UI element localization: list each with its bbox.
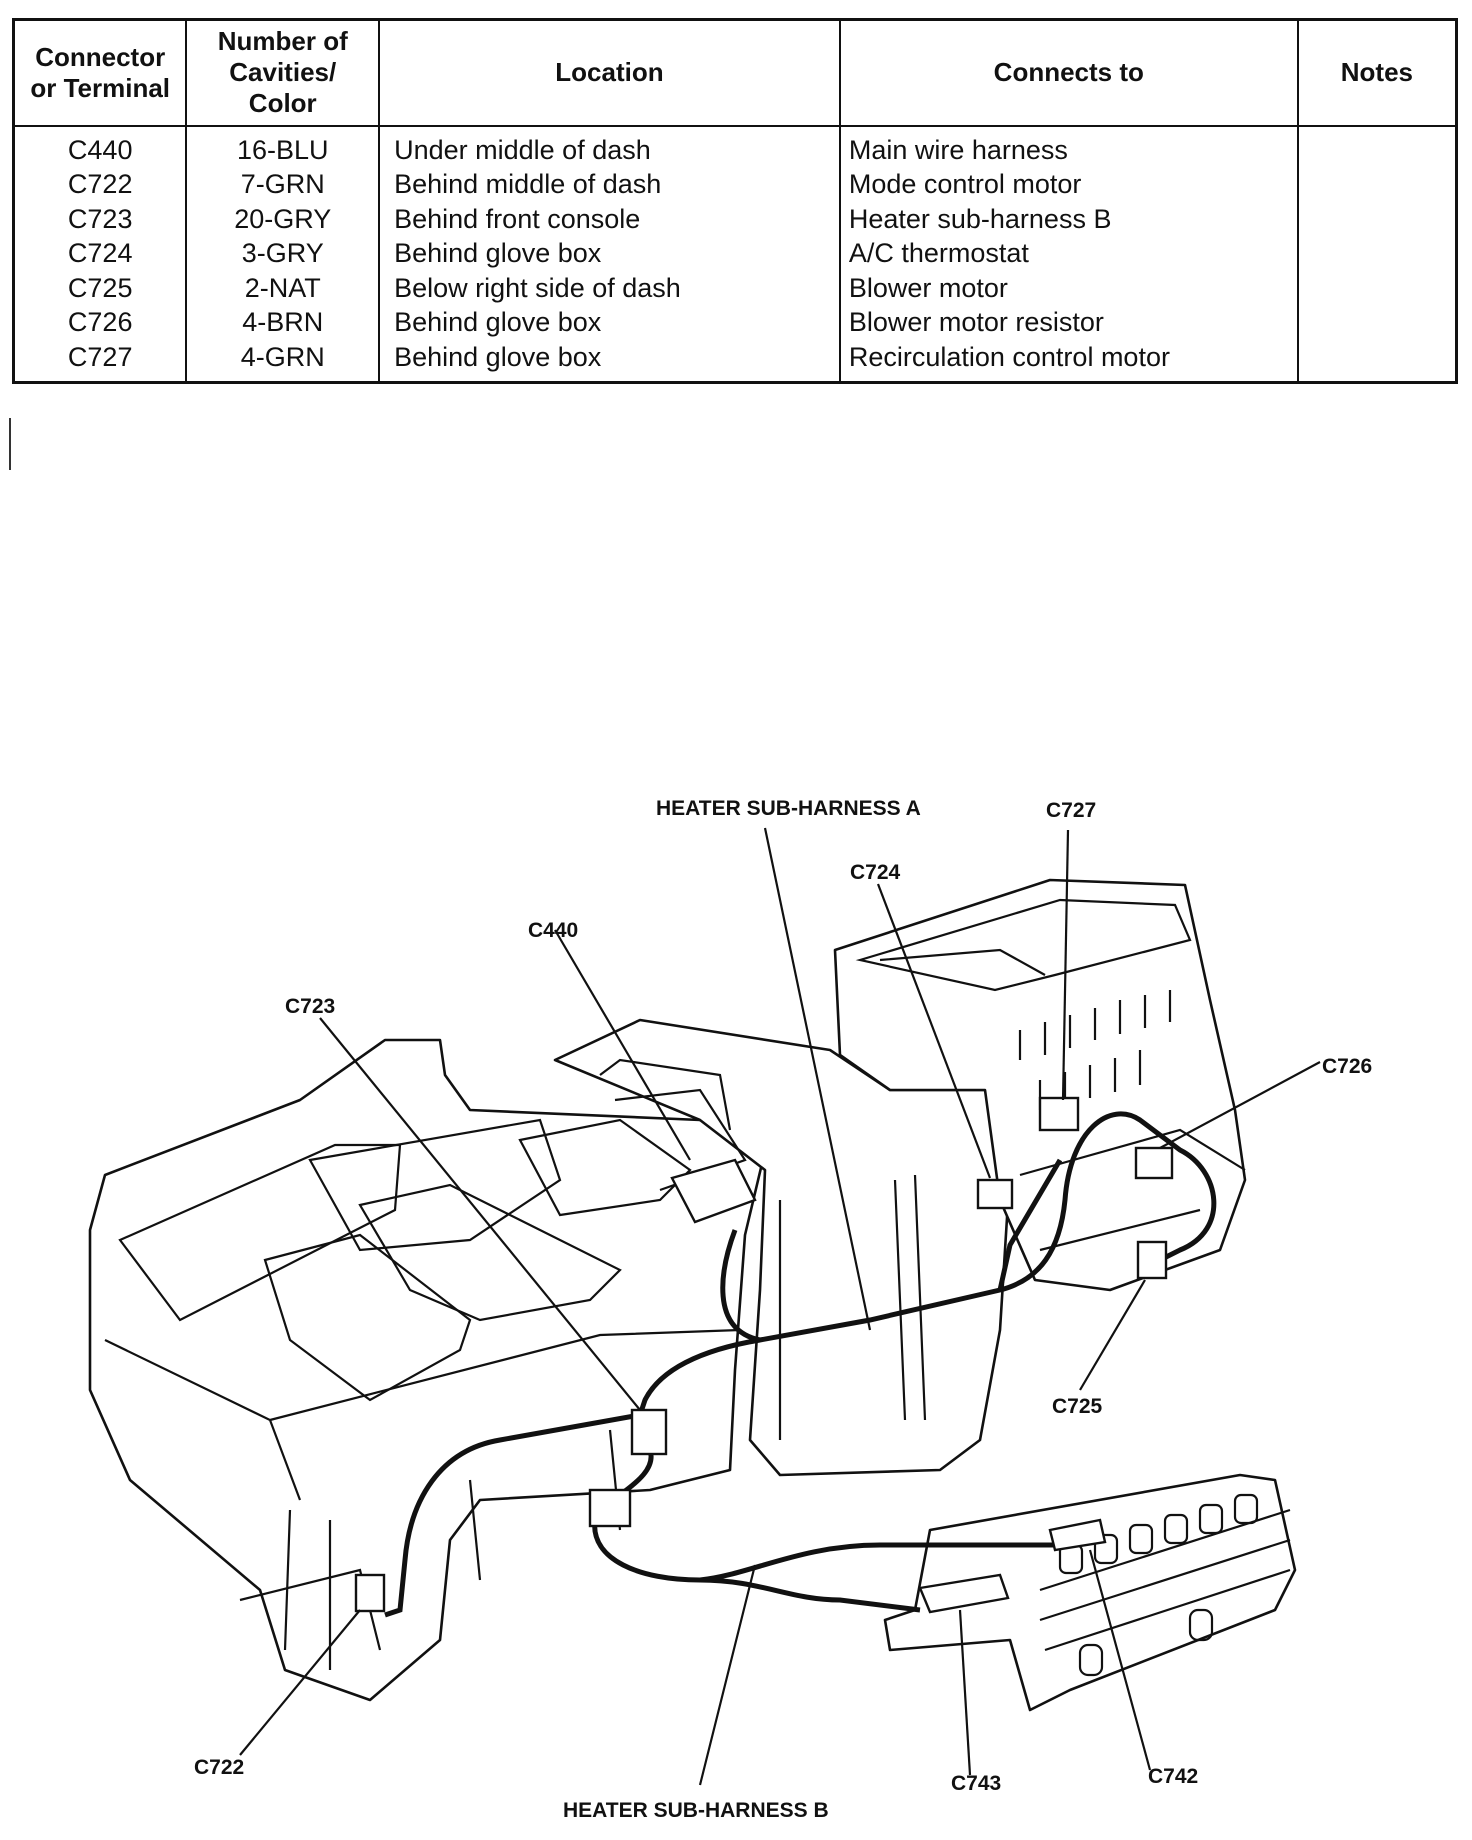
cell-notes <box>1296 270 1458 306</box>
leader-lines <box>239 827 1321 1786</box>
label-c743: C743 <box>951 1772 1001 1795</box>
harness-wiring <box>384 1111 1217 1618</box>
cell-location: Below right side of dash <box>378 270 841 306</box>
cell-location: Behind front console <box>378 201 841 237</box>
connector-c725 <box>1136 1240 1168 1280</box>
cell-notes <box>1296 201 1458 237</box>
connector-c727 <box>1038 1096 1080 1132</box>
leader-c722 <box>239 1609 361 1756</box>
cell-cavities: 4-BRN <box>185 305 381 341</box>
connector-c722 <box>354 1573 386 1613</box>
leader-c742 <box>1088 1549 1152 1771</box>
connector-c723 <box>630 1408 668 1456</box>
cell-connector: C722 <box>12 167 188 202</box>
table-header-row: Connector or Terminal Number of Cavities… <box>12 18 1458 127</box>
label-c440: C440 <box>528 919 578 942</box>
cell-connects-to: Heater sub-harness B <box>838 201 1299 237</box>
cell-notes <box>1296 125 1458 168</box>
cell-connects-to: A/C thermostat <box>838 236 1299 271</box>
cell-cavities: 4-GRN <box>185 340 381 383</box>
label-c725: C725 <box>1052 1395 1103 1418</box>
label-c727: C727 <box>1046 799 1096 822</box>
connector-c724 <box>976 1178 1014 1210</box>
cell-connects-to: Blower motor resistor <box>838 305 1299 341</box>
header-notes: Notes <box>1296 18 1458 127</box>
table-row: C723 20-GRY Behind front console Heater … <box>12 201 1458 237</box>
cell-cavities: 3-GRY <box>185 236 381 271</box>
cell-location: Behind glove box <box>378 236 841 271</box>
leader-c727 <box>1061 829 1070 1101</box>
cell-location: Under middle of dash <box>378 125 841 168</box>
header-cavities: Number of Cavities/ Color <box>185 18 381 127</box>
label-heater-sub-harness-a: HEATER SUB-HARNESS A <box>656 797 921 820</box>
label-c726: C726 <box>1322 1055 1372 1078</box>
cell-connector: C723 <box>12 201 188 237</box>
connector-c742 <box>1048 1518 1107 1552</box>
leader-c726 <box>1159 1061 1321 1149</box>
cell-connector: C724 <box>12 236 188 271</box>
control-head <box>883 1473 1297 1712</box>
cell-connects-to: Mode control motor <box>838 167 1299 202</box>
connector-c440 <box>670 1158 757 1224</box>
table-row: C727 4-GRN Behind glove box Recirculatio… <box>12 340 1458 383</box>
header-connects-to: Connects to <box>838 18 1299 127</box>
connector-harness-b <box>588 1488 632 1528</box>
connector-c726 <box>1134 1146 1174 1180</box>
connector-table: Connector or Terminal Number of Cavities… <box>12 18 1458 384</box>
label-c724: C724 <box>850 861 901 884</box>
blower-unit <box>833 878 1247 1292</box>
leader-c724 <box>876 883 992 1179</box>
connectors <box>354 1096 1174 1614</box>
label-c742: C742 <box>1148 1765 1198 1788</box>
cell-location: Behind middle of dash <box>378 167 841 202</box>
cell-connector: C726 <box>12 305 188 341</box>
cell-notes <box>1296 340 1458 383</box>
leader-c723 <box>319 1017 641 1411</box>
cell-location: Behind glove box <box>378 340 841 383</box>
cell-cavities: 16-BLU <box>185 125 381 168</box>
heater-harness-diagram: HEATER SUB-HARNESS A C727 C724 C440 C723… <box>88 797 1372 1822</box>
cell-cavities: 7-GRN <box>185 167 381 202</box>
table-row: C440 16-BLU Under middle of dash Main wi… <box>12 125 1458 168</box>
label-c723: C723 <box>285 995 335 1018</box>
cell-notes <box>1296 236 1458 271</box>
connector-c743 <box>918 1573 1010 1614</box>
leader-c743 <box>958 1609 972 1776</box>
header-location: Location <box>378 18 841 127</box>
leader-harness-b <box>698 1564 757 1786</box>
cell-connector: C725 <box>12 270 188 306</box>
table-row: C726 4-BRN Behind glove box Blower motor… <box>12 305 1458 341</box>
table-row: C725 2-NAT Below right side of dash Blow… <box>12 270 1458 306</box>
table-row: C722 7-GRN Behind middle of dash Mode co… <box>12 167 1458 202</box>
leader-c440 <box>554 929 691 1161</box>
cell-notes <box>1296 167 1458 202</box>
cell-connector: C440 <box>12 125 188 168</box>
diagram-labels: HEATER SUB-HARNESS A C727 C724 C440 C723… <box>194 797 1372 1822</box>
margin-mark <box>9 418 11 470</box>
header-connector: Connector or Terminal <box>12 18 188 127</box>
cell-connects-to: Recirculation control motor <box>838 340 1299 383</box>
cell-notes <box>1296 305 1458 341</box>
cell-location: Behind glove box <box>378 305 841 341</box>
leader-c725 <box>1079 1279 1146 1391</box>
cell-connects-to: Blower motor <box>838 270 1299 306</box>
table-row: C724 3-GRY Behind glove box A/C thermost… <box>12 236 1458 271</box>
label-c722: C722 <box>194 1756 244 1779</box>
cell-cavities: 2-NAT <box>185 270 381 306</box>
cell-connector: C727 <box>12 340 188 383</box>
cell-connects-to: Main wire harness <box>838 125 1299 168</box>
leader-harness-a <box>763 827 872 1331</box>
heater-unit <box>88 1038 772 1702</box>
label-heater-sub-harness-b: HEATER SUB-HARNESS B <box>563 1799 829 1822</box>
cell-cavities: 20-GRY <box>185 201 381 237</box>
